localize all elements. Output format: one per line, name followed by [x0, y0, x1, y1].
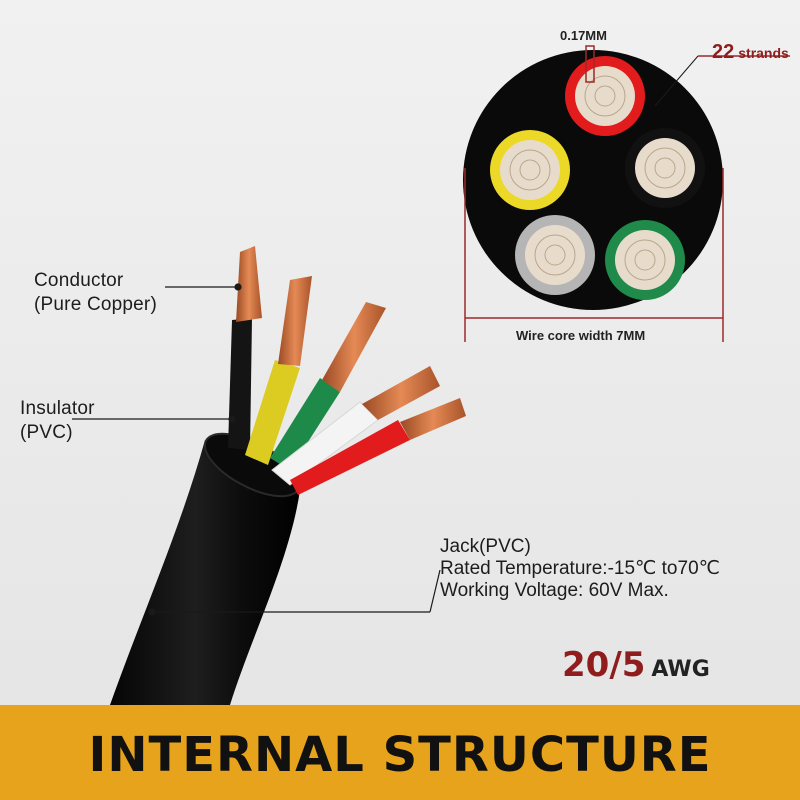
- title-banner: [0, 705, 800, 800]
- core-green: [605, 220, 685, 300]
- gauge-unit: AWG: [651, 657, 710, 682]
- strand-size-marker: [585, 45, 595, 83]
- strands-count: 22: [712, 41, 735, 63]
- jack-title: Jack(PVC): [440, 536, 531, 557]
- core-width-label: Wire core width 7MM: [516, 328, 646, 343]
- wire-yellow: [245, 360, 300, 465]
- conductor-label-line1: Conductor: [34, 270, 124, 291]
- strands-leader: [654, 55, 699, 107]
- wire-green: [270, 378, 340, 470]
- conductor-label: Conductor (Pure Copper): [34, 269, 157, 317]
- copper-tips: [236, 246, 466, 440]
- insulator-label: Insulator (PVC): [20, 397, 95, 445]
- strand-texture: [509, 75, 686, 281]
- strands-word: strands: [738, 45, 789, 61]
- core-grey: [515, 215, 595, 295]
- banner-title: INTERNAL STRUCTURE: [88, 727, 712, 783]
- wire-red: [290, 420, 410, 495]
- outer-jacket: [110, 440, 300, 705]
- gauge-number: 20/5: [562, 645, 646, 685]
- wire-black: [228, 318, 252, 450]
- core-width-dimension: [464, 168, 724, 342]
- leader-lines: [72, 283, 441, 616]
- core-red: [565, 56, 645, 136]
- core-black: [625, 128, 705, 208]
- conductor-label-line2: (Pure Copper): [34, 294, 157, 315]
- strand-size-label: 0.17MM: [560, 28, 607, 43]
- insulator-label-line2: (PVC): [20, 422, 73, 443]
- core-yellow: [490, 130, 570, 210]
- insulator-label-line1: Insulator: [20, 398, 95, 419]
- jack-spec: Jack(PVC) Rated Temperature:-15℃ to70℃ W…: [440, 536, 720, 602]
- cross-section-diagram: [463, 45, 790, 342]
- working-voltage: Working Voltage: 60V Max.: [440, 580, 669, 601]
- rated-temperature: Rated Temperature:-15℃ to70℃: [440, 558, 720, 579]
